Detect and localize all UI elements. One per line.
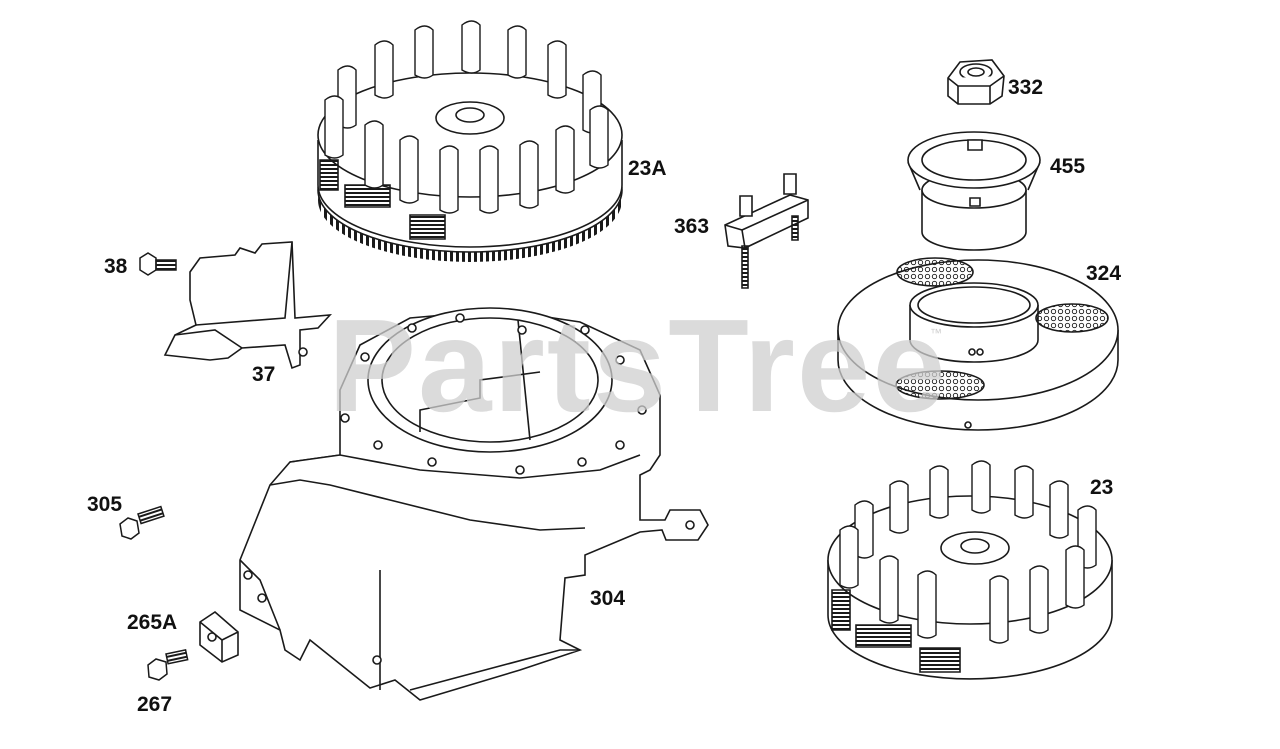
flywheel-23A[interactable] <box>318 21 622 262</box>
trademark-symbol: ™ <box>930 326 942 340</box>
clip-265A[interactable] <box>200 612 238 662</box>
screen-324[interactable] <box>838 258 1118 430</box>
screw-267[interactable] <box>148 650 188 680</box>
part-label-455[interactable]: 455 <box>1050 155 1086 178</box>
part-label-267[interactable]: 267 <box>137 693 173 716</box>
nut-332[interactable] <box>948 60 1004 104</box>
screw-305[interactable] <box>120 507 164 539</box>
part-label-265A[interactable]: 265A <box>127 611 178 634</box>
air-guide-37[interactable] <box>165 242 330 368</box>
part-label-23A[interactable]: 23A <box>628 157 667 180</box>
bolt-38[interactable] <box>140 253 176 275</box>
part-label-304[interactable]: 304 <box>590 587 626 610</box>
part-label-363[interactable]: 363 <box>674 215 710 238</box>
part-label-23[interactable]: 23 <box>1090 476 1114 499</box>
cup-455[interactable] <box>908 132 1040 250</box>
partstree-watermark: PartsTree <box>328 292 948 439</box>
flywheel-23[interactable] <box>828 461 1112 679</box>
part-label-305[interactable]: 305 <box>87 493 123 516</box>
part-label-38[interactable]: 38 <box>104 255 128 278</box>
part-label-332[interactable]: 332 <box>1008 76 1044 99</box>
bracket-363[interactable] <box>725 174 808 288</box>
part-label-37[interactable]: 37 <box>252 363 276 386</box>
blower-housing-304[interactable] <box>240 308 708 700</box>
part-label-324[interactable]: 324 <box>1086 262 1122 285</box>
